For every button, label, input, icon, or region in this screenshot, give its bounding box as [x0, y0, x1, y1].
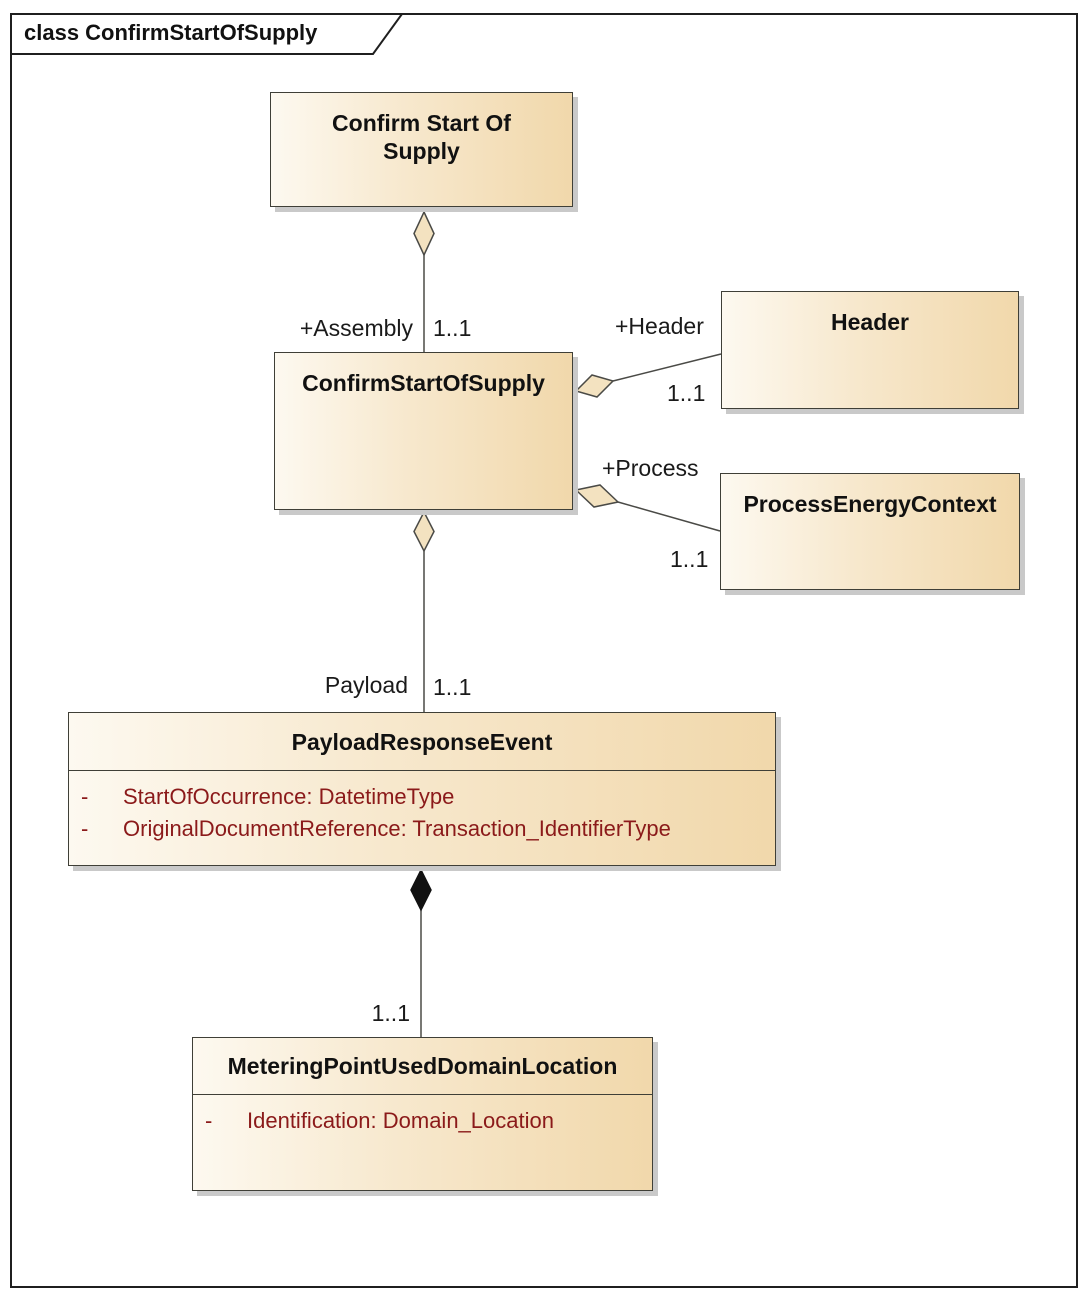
class-name-compartment: PayloadResponseEvent — [69, 713, 775, 771]
process-multiplicity-label: 1..1 — [670, 546, 709, 572]
class-box-metering-point-used-domain-location[interactable]: MeteringPointUsedDomainLocation - Identi… — [192, 1037, 653, 1191]
assembly-aggregation-diamond-icon[interactable] — [413, 210, 435, 257]
attribute-row: - Identification: Domain_Location — [205, 1105, 638, 1137]
header-aggregation-diamond-icon[interactable] — [574, 374, 615, 398]
attribute-text: OriginalDocumentReference: Transaction_I… — [123, 816, 671, 841]
class-box-process-energy-context[interactable]: ProcessEnergyContext — [720, 473, 1020, 590]
class-attribute-compartment: - StartOfOccurrence: DatetimeType - Orig… — [69, 771, 775, 845]
class-name: ProcessEnergyContext — [743, 491, 997, 517]
class-box-confirm-start-of-supply-block[interactable]: Confirm Start Of Supply — [270, 92, 573, 207]
attribute-visibility: - — [81, 784, 89, 809]
header-connector-line[interactable] — [612, 353, 722, 382]
class-box-header[interactable]: Header — [721, 291, 1019, 409]
diagram-frame-tab — [10, 13, 404, 55]
diagram-title: class ConfirmStartOfSupply — [24, 20, 318, 45]
class-box-payload-response-event[interactable]: PayloadResponseEvent - StartOfOccurrence… — [68, 712, 776, 866]
attribute-text: Identification: Domain_Location — [247, 1108, 554, 1133]
class-name: ConfirmStartOfSupply — [302, 370, 545, 396]
metering-composition-diamond-icon[interactable] — [410, 868, 432, 912]
attribute-row: - OriginalDocumentReference: Transaction… — [81, 813, 761, 845]
process-connector-line[interactable] — [617, 501, 721, 532]
payload-multiplicity-label: 1..1 — [433, 674, 472, 700]
header-role-label: +Header — [615, 313, 704, 339]
class-name: Confirm Start Of Supply — [332, 110, 511, 164]
class-name-compartment: MeteringPointUsedDomainLocation — [193, 1038, 652, 1095]
header-multiplicity-label: 1..1 — [667, 380, 706, 406]
class-attribute-compartment: - Identification: Domain_Location — [193, 1095, 652, 1137]
class-box-confirm-start-of-supply[interactable]: ConfirmStartOfSupply — [274, 352, 573, 510]
process-role-label: +Process — [602, 455, 699, 481]
attribute-visibility: - — [205, 1108, 213, 1133]
class-name: PayloadResponseEvent — [291, 728, 553, 755]
attribute-text: StartOfOccurrence: DatetimeType — [123, 784, 455, 809]
assembly-multiplicity-label: 1..1 — [433, 315, 472, 341]
payload-aggregation-diamond-icon[interactable] — [413, 510, 435, 553]
class-name: MeteringPointUsedDomainLocation — [227, 1053, 618, 1079]
assembly-role-label: +Assembly — [299, 315, 413, 341]
process-aggregation-diamond-icon[interactable] — [574, 484, 620, 508]
attribute-row: - StartOfOccurrence: DatetimeType — [81, 781, 761, 813]
attribute-visibility: - — [81, 816, 89, 841]
class-name: Header — [831, 309, 909, 335]
metering-multiplicity-label: 1..1 — [371, 1000, 410, 1026]
payload-role-label: Payload — [324, 672, 408, 698]
